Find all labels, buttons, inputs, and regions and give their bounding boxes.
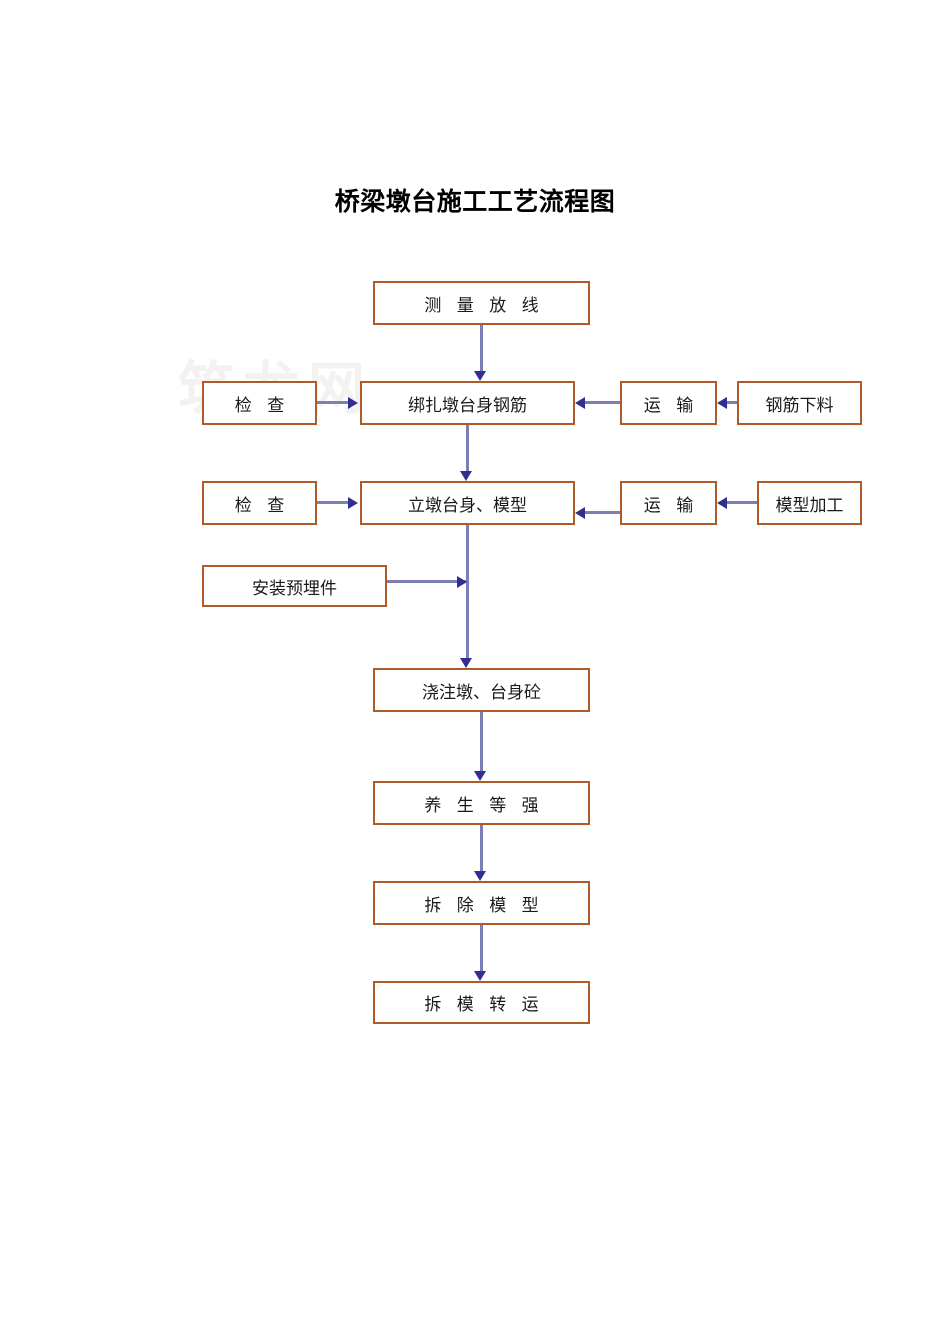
node-rebar-cutting[interactable]: 钢筋下料 [737,381,862,425]
page-title: 桥梁墩台施工工艺流程图 [334,187,616,216]
edge-curing-to-remove-arrow [474,871,486,881]
edge-transport2-to-erect-arrow [575,507,585,519]
edge-inspection2-to-erect-line [317,501,350,504]
edge-cutting-to-transport-arrow [717,397,727,409]
edge-pour-to-curing-arrow [474,771,486,781]
node-curing-strength[interactable]: 养 生 等 强 [373,781,590,825]
edge-rebar-to-erect-line [466,425,469,471]
edge-transport2-to-erect-line [585,511,621,514]
node-transport-formwork[interactable]: 运 输 [620,481,717,525]
edge-embedded-to-trunk-line [387,580,467,583]
edge-embedded-to-trunk-arrow [457,576,467,588]
node-inspection-formwork[interactable]: 检 查 [202,481,317,525]
edge-remove-to-transfer-line [480,925,483,971]
edge-cutting-to-transport-line [727,401,739,404]
node-erect-pier-formwork[interactable]: 立墩台身、模型 [360,481,575,525]
edge-inspection2-to-erect-arrow [348,497,358,509]
node-formwork-fabrication[interactable]: 模型加工 [757,481,862,525]
edge-inspection-to-rebar-line [317,401,350,404]
edge-measurement-to-rebar-arrow [474,371,486,381]
edge-transport-to-rebar-arrow [575,397,585,409]
edge-erect-to-pour-line [466,525,469,661]
edge-pour-to-curing-line [480,712,483,771]
edge-inspection-to-rebar-arrow [348,397,358,409]
edge-remove-to-transfer-arrow [474,971,486,981]
edge-erect-to-pour-arrow [460,658,472,668]
node-tie-pier-rebar[interactable]: 绑扎墩台身钢筋 [360,381,575,425]
edge-rebar-to-erect-arrow [460,471,472,481]
node-transport-rebar[interactable]: 运 输 [620,381,717,425]
node-pour-concrete[interactable]: 浇注墩、台身砼 [373,668,590,712]
edge-fabrication-to-transport2-arrow [717,497,727,509]
edge-curing-to-remove-line [480,825,483,871]
edge-fabrication-to-transport2-line [727,501,759,504]
edge-transport-to-rebar-line [585,401,621,404]
node-remove-formwork[interactable]: 拆 除 模 型 [373,881,590,925]
edge-measurement-to-rebar-line [480,325,483,371]
node-measurement-layout[interactable]: 测 量 放 线 [373,281,590,325]
node-install-embedded-parts[interactable]: 安装预埋件 [202,565,387,607]
node-inspection-rebar[interactable]: 检 查 [202,381,317,425]
node-formwork-transfer[interactable]: 拆 模 转 运 [373,981,590,1024]
